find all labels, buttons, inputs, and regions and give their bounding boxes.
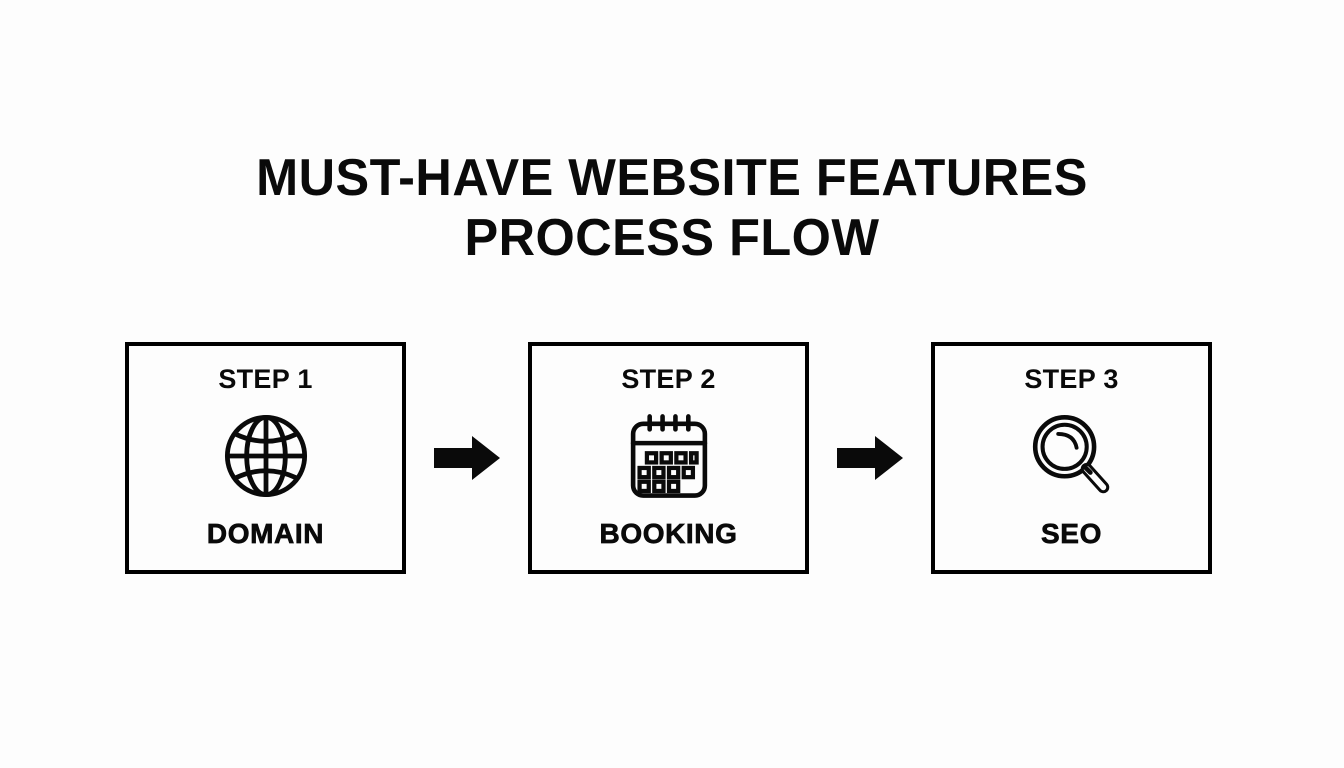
globe-icon <box>220 394 312 518</box>
step-card-1[interactable]: STEP 1 DOMAIN <box>125 342 406 574</box>
step-card-3[interactable]: STEP 3 <box>931 342 1212 574</box>
step-caption-2: BOOKING <box>599 518 738 550</box>
process-flow: STEP 1 DOMAIN <box>125 342 1212 574</box>
step-caption-3: SEO <box>1041 518 1102 550</box>
right-arrow-icon <box>431 430 503 486</box>
right-arrow-icon <box>834 430 906 486</box>
calendar-icon <box>623 394 715 518</box>
step-label-1: STEP 1 <box>218 364 313 394</box>
page-title: MUST-HAVE WEBSITE FEATURES PROCESS FLOW <box>0 148 1344 268</box>
step-caption-1: DOMAIN <box>206 518 325 550</box>
step-label-3: STEP 3 <box>1024 364 1119 394</box>
magnifier-icon <box>1026 394 1118 518</box>
title-line-1: MUST-HAVE WEBSITE FEATURES <box>256 149 1088 207</box>
step-card-2[interactable]: STEP 2 <box>528 342 809 574</box>
title-line-2: PROCESS FLOW <box>464 209 880 267</box>
step-label-2: STEP 2 <box>621 364 716 394</box>
